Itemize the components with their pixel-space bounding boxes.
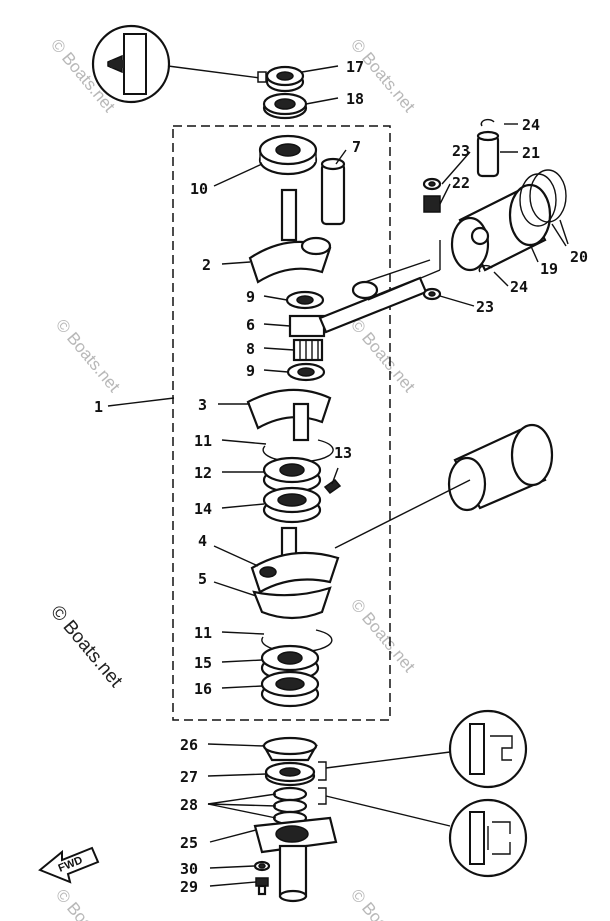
watermark: © Boats.net <box>52 315 124 396</box>
piston-ring-set-20 <box>519 169 567 227</box>
part-label: 24 <box>522 116 540 134</box>
oil-seal-washer-18 <box>262 92 308 120</box>
washer-23-upper <box>422 177 442 191</box>
part-label: 29 <box>180 878 198 896</box>
leader-lines <box>107 65 569 887</box>
small-end-bearing-22 <box>423 195 441 213</box>
part-label: 23 <box>476 298 494 316</box>
forward-arrow-icon: FWD <box>38 846 100 884</box>
part-label: 20 <box>570 248 588 266</box>
part-label: 16 <box>194 680 212 698</box>
crank-half-upper-2 <box>248 188 332 284</box>
cap-26 <box>262 736 318 762</box>
part-label: 22 <box>452 174 470 192</box>
crank-with-pin-4 <box>250 526 340 594</box>
seal-set-28 <box>272 786 308 826</box>
watermark: © Boats.net <box>347 315 419 396</box>
part-label: 12 <box>194 464 212 482</box>
part-label: 11 <box>194 624 212 642</box>
part-label: 28 <box>180 796 198 814</box>
watermark-group: © Boats.net © Boats.net © Boats.net © Bo… <box>46 35 419 921</box>
part-label: 9 <box>246 288 255 306</box>
part-label: 7 <box>352 138 361 156</box>
part-label: 2 <box>202 256 211 274</box>
part-label: 24 <box>510 278 528 296</box>
part-label: 30 <box>180 860 198 878</box>
piston-pin-21 <box>476 130 500 178</box>
detail-circle-seal-lower <box>448 798 528 878</box>
circlip-24-lower <box>478 264 493 273</box>
circlip-24-upper <box>480 118 495 127</box>
part-label: 5 <box>198 570 207 588</box>
bolt-29 <box>255 877 269 896</box>
needle-bearing-8 <box>292 338 324 362</box>
thrust-washer-9-lower <box>286 362 326 382</box>
crankshaft-assembly-box <box>172 125 391 721</box>
connecting-rod-6 <box>288 276 428 338</box>
ball-bearing-10 <box>258 134 318 176</box>
watermark-primary: © Boats.net <box>46 602 127 692</box>
dowel-pin-13 <box>323 478 342 495</box>
part-label: 15 <box>194 654 212 672</box>
crank-pin-7 <box>320 157 346 226</box>
part-label: 8 <box>246 340 255 358</box>
part-number-labels: 17 18 7 10 2 9 6 8 9 3 1 11 12 13 14 4 5… <box>94 58 588 896</box>
part-label: 6 <box>246 316 255 334</box>
oil-seal-27 <box>264 761 316 787</box>
part-label: 17 <box>346 58 364 76</box>
part-label: 18 <box>346 90 364 108</box>
part-label: 25 <box>180 834 198 852</box>
part-label: 1 <box>94 398 103 416</box>
part-label: 21 <box>522 144 540 162</box>
watermark: © Boats.net <box>52 885 124 921</box>
part-label: 10 <box>190 180 208 198</box>
part-label: 4 <box>198 532 207 550</box>
watermark: © Boats.net <box>347 595 419 676</box>
lower-bearing-housing-25 <box>253 816 338 903</box>
detail-circle-seal-upper <box>448 709 528 789</box>
part-label: 9 <box>246 362 255 380</box>
piston-lower <box>447 423 554 512</box>
crank-half-lower-5 <box>252 586 332 620</box>
ball-bearing-12 <box>262 456 322 494</box>
part-label: 19 <box>540 260 558 278</box>
part-label: 27 <box>180 768 198 786</box>
bearing-housing-14 <box>262 486 322 524</box>
part-label: 11 <box>194 432 212 450</box>
part-label: 13 <box>334 444 352 462</box>
bearing-housing-16 <box>260 670 320 708</box>
part-label: 14 <box>194 500 212 518</box>
crank-web-3 <box>246 388 332 442</box>
part-label: 23 <box>452 142 470 160</box>
washer-23-lower <box>422 287 442 301</box>
oil-seal-17 <box>257 65 305 93</box>
detail-circle-oil-seal <box>91 24 261 104</box>
thrust-washer-9-upper <box>285 290 325 310</box>
watermark: © Boats.net <box>347 885 419 921</box>
part-label: 3 <box>198 396 207 414</box>
part-label: 26 <box>180 736 198 754</box>
spring-washer-30 <box>253 860 271 872</box>
